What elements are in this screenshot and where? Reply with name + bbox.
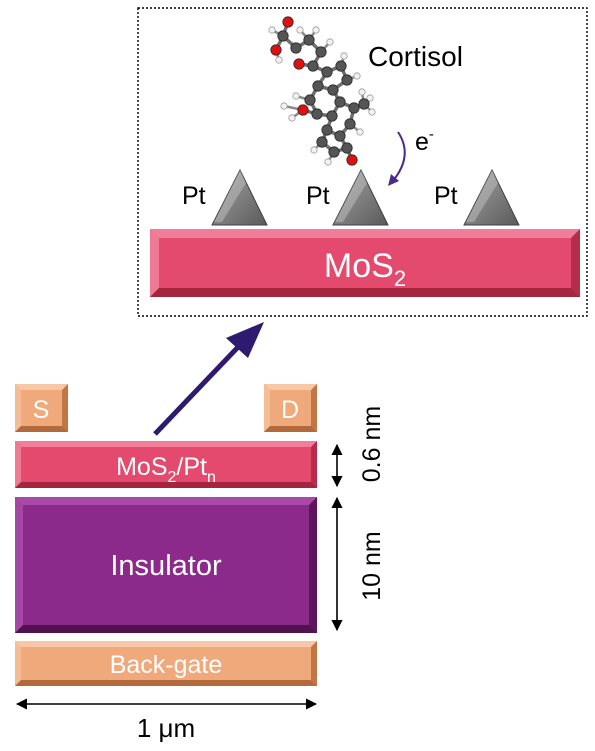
source-label: S: [33, 396, 50, 424]
back-gate-layer: [15, 641, 317, 686]
pt-pyramid-1: [211, 168, 268, 226]
width-label: 1 μm: [137, 713, 195, 743]
insulator-layer: [15, 497, 317, 633]
inset-mos2-layer: [150, 229, 580, 297]
electron-arrowhead: [388, 174, 399, 186]
electron-transfer-arrow: [391, 131, 406, 183]
channel-layer: [15, 441, 317, 488]
drain-label: D: [281, 396, 299, 424]
pt-pyramid-2: [332, 168, 389, 226]
pt-label-3: Pt: [434, 182, 458, 210]
pt-label-1: Pt: [182, 182, 206, 210]
channel-label: MoS2/Ptn: [116, 453, 216, 486]
insulator-thickness-label: 10 nm: [358, 531, 386, 600]
back-gate-label: Back-gate: [110, 651, 223, 679]
drain-electrode: [264, 384, 317, 432]
inset-frame: [137, 7, 588, 317]
electron-label: e-: [415, 126, 434, 156]
inset-mos2-label: MoS2: [324, 247, 406, 291]
insulator-label: Insulator: [110, 550, 222, 582]
molecule-label: Cortisol: [368, 41, 463, 72]
pt-label-2: Pt: [306, 182, 330, 210]
channel-thickness-label: 0.6 nm: [358, 406, 386, 482]
source-electrode: [15, 384, 68, 432]
cortisol-molecule-icon: [268, 16, 376, 166]
zoom-arrow: [153, 322, 264, 436]
pt-pyramid-3: [463, 168, 520, 226]
